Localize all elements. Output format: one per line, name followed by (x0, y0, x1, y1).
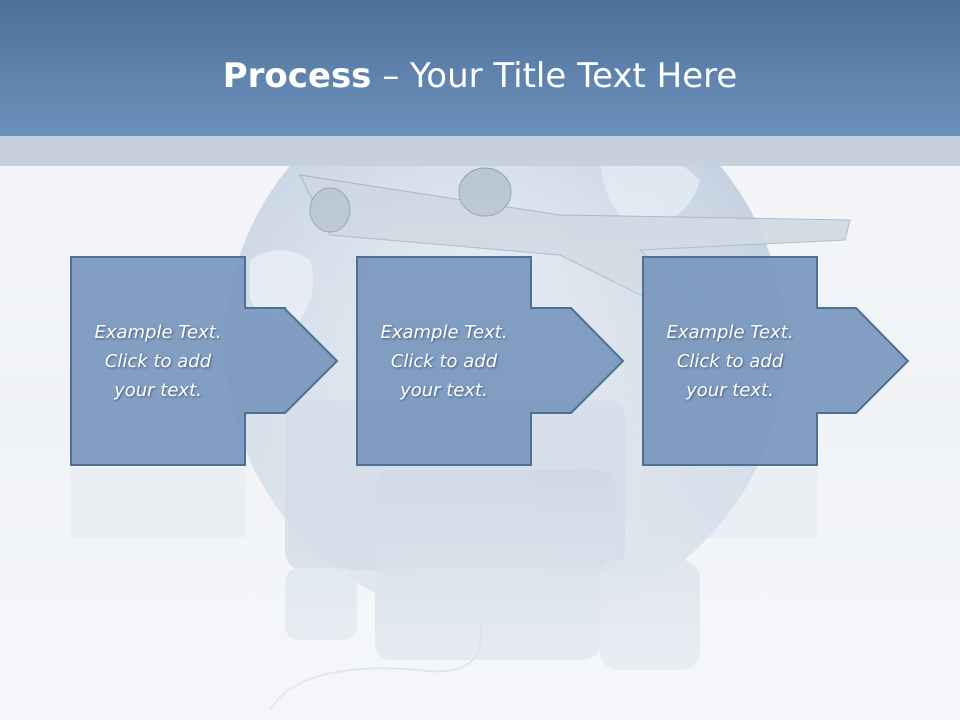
step-1-text[interactable]: Example Text. Click to add your text. (94, 321, 222, 401)
step-2-shape[interactable] (356, 256, 625, 466)
reflections (71, 468, 817, 538)
step-3-text[interactable]: Example Text. Click to add your text. (666, 321, 794, 401)
step-2-text[interactable]: Example Text. Click to add your text. (380, 321, 508, 401)
title-rest: – Your Title Text Here (371, 56, 738, 96)
title-bar-band (0, 136, 960, 166)
title-bold: Process (222, 56, 372, 96)
step-3-shape[interactable] (642, 256, 910, 466)
title-bar (0, 0, 960, 136)
step-1-shape[interactable] (70, 256, 339, 466)
slide-title[interactable]: Process – Your Title Text Here (0, 54, 960, 98)
